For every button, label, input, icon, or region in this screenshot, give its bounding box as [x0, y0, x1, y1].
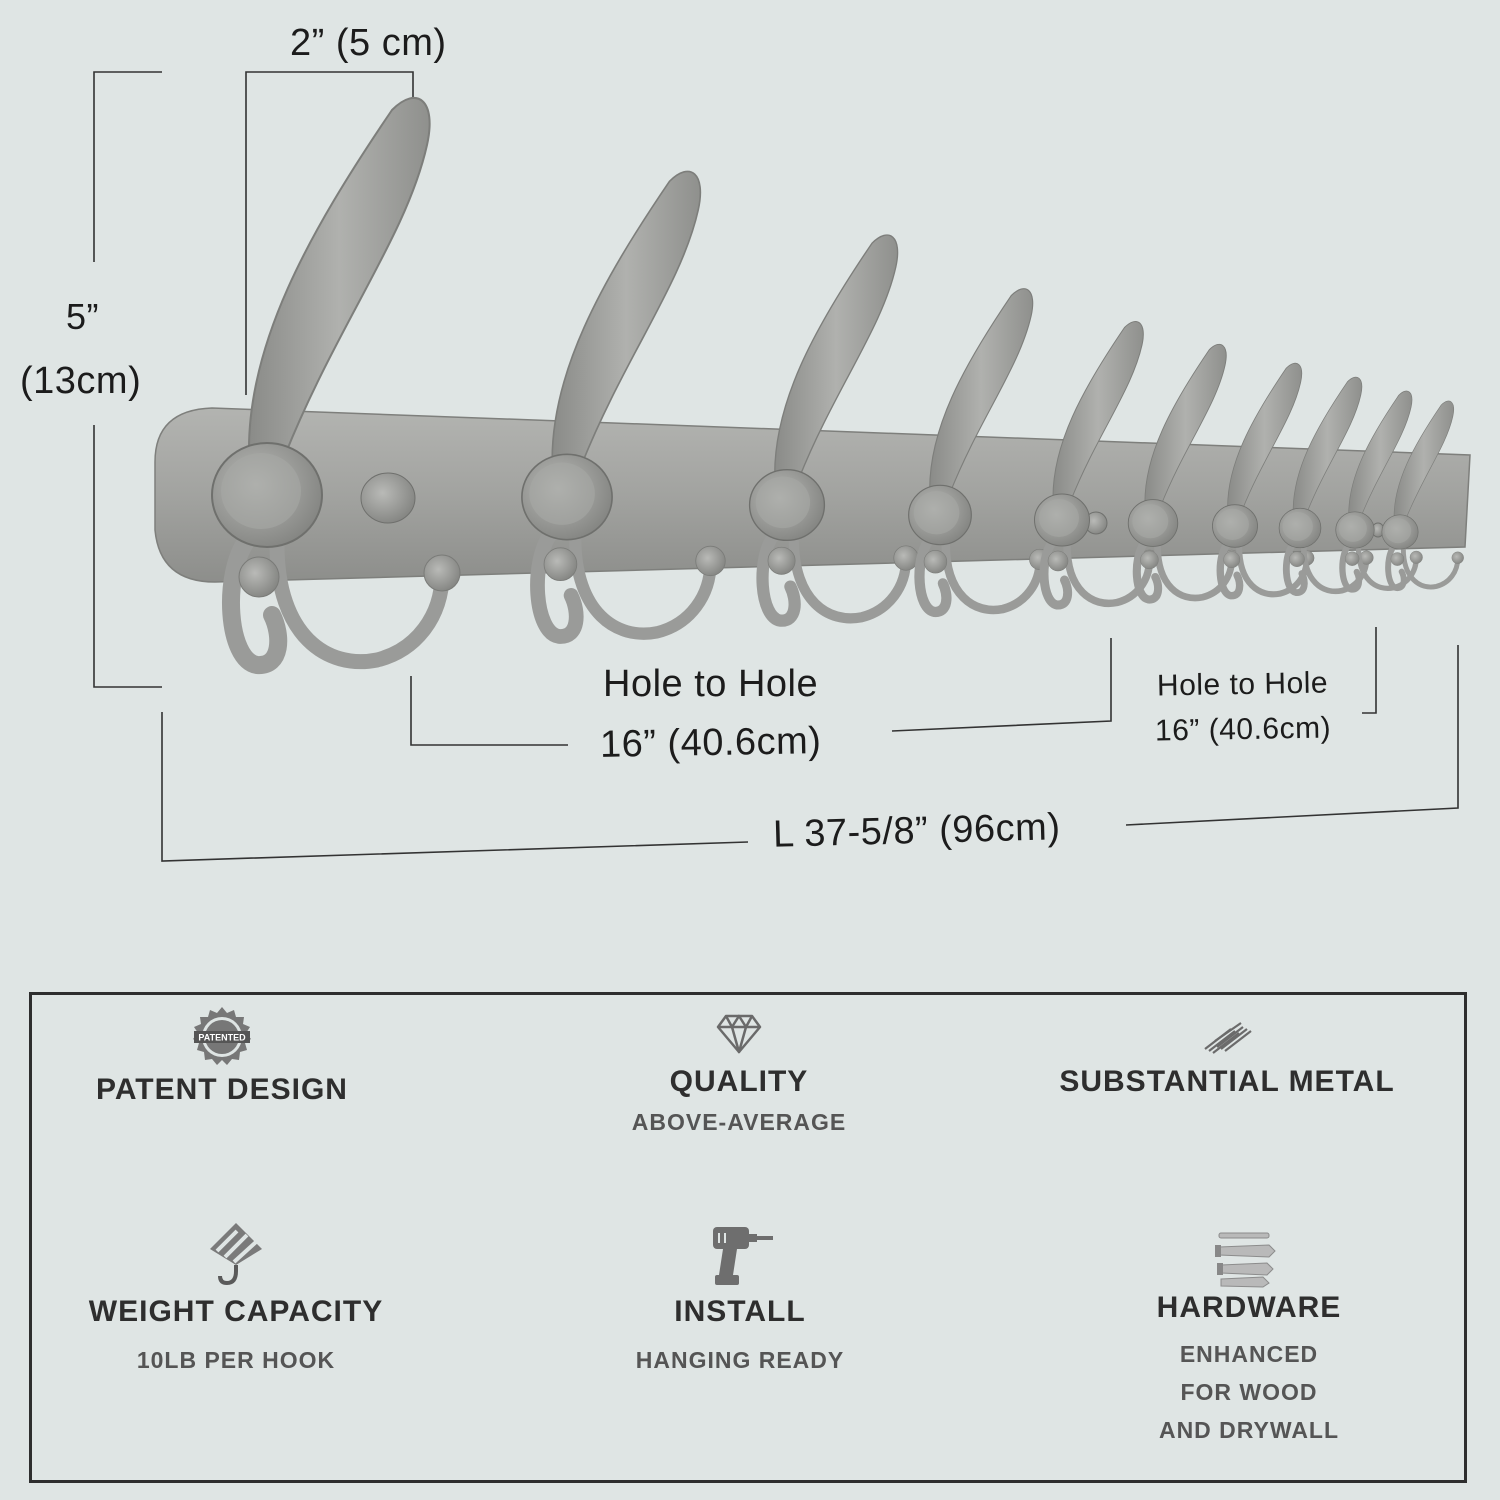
dimension-lines [93, 71, 1459, 862]
feature-subtitle: ABOVE-AVERAGE [631, 1109, 847, 1135]
hook [908, 288, 1051, 618]
feature-subtitle: AND DRYWALL [1158, 1417, 1340, 1443]
feature-install: INSTALL HANGING READY [530, 1225, 950, 1379]
feature-hardware: HARDWARE ENHANCED FOR WOOD AND DRYWALL [1039, 1229, 1459, 1449]
metal-bars-icon [1204, 1022, 1252, 1054]
feature-weight-capacity: WEIGHT CAPACITY 10LB PER HOOK [26, 1221, 446, 1379]
hole-left-line [410, 638, 1112, 746]
height-label-in: 5” [66, 296, 100, 337]
feature-substantial-metal: SUBSTANTIAL METAL [1017, 1019, 1437, 1099]
feature-title: HARDWARE [1156, 1291, 1342, 1324]
feature-title: INSTALL [674, 1295, 806, 1328]
hook [1278, 376, 1374, 597]
feature-subtitle: ENHANCED [1179, 1341, 1319, 1367]
hole-left-value: 16” (40.6cm) [599, 720, 822, 766]
feature-quality: QUALITY ABOVE-AVERAGE [529, 1013, 949, 1141]
anchors-screws-icon [1215, 1232, 1276, 1288]
feature-title: SUBSTANTIAL METAL [1059, 1065, 1395, 1098]
drill-icon [713, 1227, 773, 1285]
screw-cap [360, 472, 416, 524]
hole-left-title: Hole to Hole [603, 663, 819, 705]
feature-subtitle: 10LB PER HOOK [136, 1347, 336, 1373]
feature-subtitle: FOR WOOD [1180, 1379, 1318, 1405]
hook [1034, 321, 1159, 610]
height-label-cm: (13cm) [20, 360, 142, 402]
hole-right-title: Hole to Hole [1156, 666, 1329, 703]
hook [1381, 400, 1464, 592]
feature-patent-design: PATENTED PATENT DESIGN [12, 1005, 432, 1107]
hook [211, 97, 461, 674]
feature-title: PATENT DESIGN [96, 1073, 348, 1106]
length-label: L 37-5/8” (96cm) [772, 806, 1061, 856]
feature-subtitle: HANGING READY [635, 1347, 845, 1373]
patented-seal-icon: PATENTED [193, 1007, 251, 1065]
hook [1127, 344, 1241, 604]
diamond-icon [716, 1014, 762, 1054]
hooks [211, 97, 1464, 674]
features-panel: PATENTED PATENT DESIGN QUALITY ABOVE-AVE… [29, 992, 1467, 1483]
feature-title: WEIGHT CAPACITY [88, 1295, 384, 1328]
seal-label: PATENTED [198, 1033, 246, 1043]
hook-width-line [245, 71, 414, 395]
hole-right-value: 16” (40.6cm) [1154, 711, 1332, 748]
hole-right-line [1362, 627, 1377, 714]
hook [521, 170, 726, 644]
hook-width-label: 2” (5 cm) [290, 22, 447, 64]
feature-title: QUALITY [669, 1065, 809, 1098]
hook [748, 234, 919, 627]
crane-hook-icon [210, 1223, 262, 1286]
length-line [161, 645, 1459, 862]
hook [1212, 362, 1315, 600]
coat-rack-illustration [93, 71, 1471, 862]
height-line [93, 71, 162, 688]
